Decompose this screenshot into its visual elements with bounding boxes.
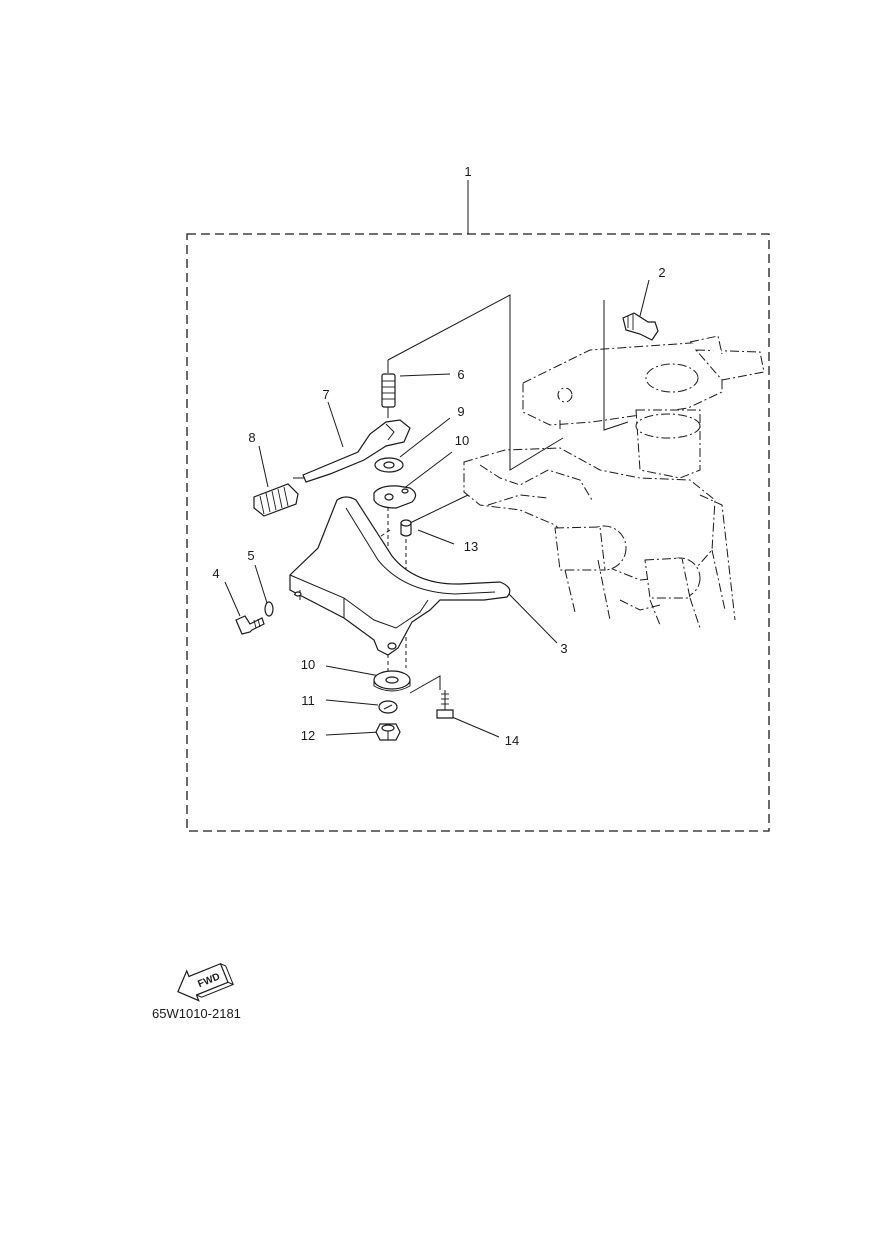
callout-14: 14	[505, 733, 519, 748]
callout-3: 3	[560, 641, 567, 656]
callout-6: 6	[457, 367, 464, 382]
part-7-friction-lever	[302, 419, 411, 483]
callout-10-upper: 10	[455, 433, 469, 448]
part-4-bolt	[235, 615, 265, 635]
part-10-friction-plate-lower	[373, 670, 411, 692]
callout-1: 1	[464, 164, 471, 179]
callout-labels: 1 2 6 7 9 8 10 13 5 4 3 10 11 12 14	[212, 164, 665, 748]
callout-4: 4	[212, 566, 219, 581]
part-9-washer	[374, 457, 404, 473]
bracket-assembly-ghost	[463, 335, 765, 629]
callout-10-lower: 10	[301, 657, 315, 672]
callout-2: 2	[658, 265, 665, 280]
fwd-direction-arrow: FWD	[177, 962, 234, 1002]
part-11-washer	[378, 700, 398, 714]
part-5-washer	[264, 601, 274, 617]
callout-9: 9	[457, 404, 464, 419]
part-14-screw	[436, 690, 454, 719]
kit-boundary-frame	[186, 233, 770, 832]
callout-7: 7	[322, 387, 329, 402]
part-2-grease-nipple	[622, 312, 659, 341]
callout-8: 8	[248, 430, 255, 445]
part-3-friction-plate	[289, 496, 511, 656]
part-10-friction-plate-upper	[373, 485, 417, 509]
leader-lines	[224, 180, 650, 738]
part-6-stud	[381, 373, 396, 418]
callout-12: 12	[301, 728, 315, 743]
part-8-lever-grip	[253, 483, 299, 517]
part-12-nut	[375, 723, 401, 741]
callout-11: 11	[301, 693, 315, 708]
callout-5: 5	[247, 548, 254, 563]
part-13-collar	[400, 519, 412, 537]
diagram-part-code: 65W1010-2181	[152, 1006, 241, 1021]
callout-13: 13	[464, 539, 478, 554]
